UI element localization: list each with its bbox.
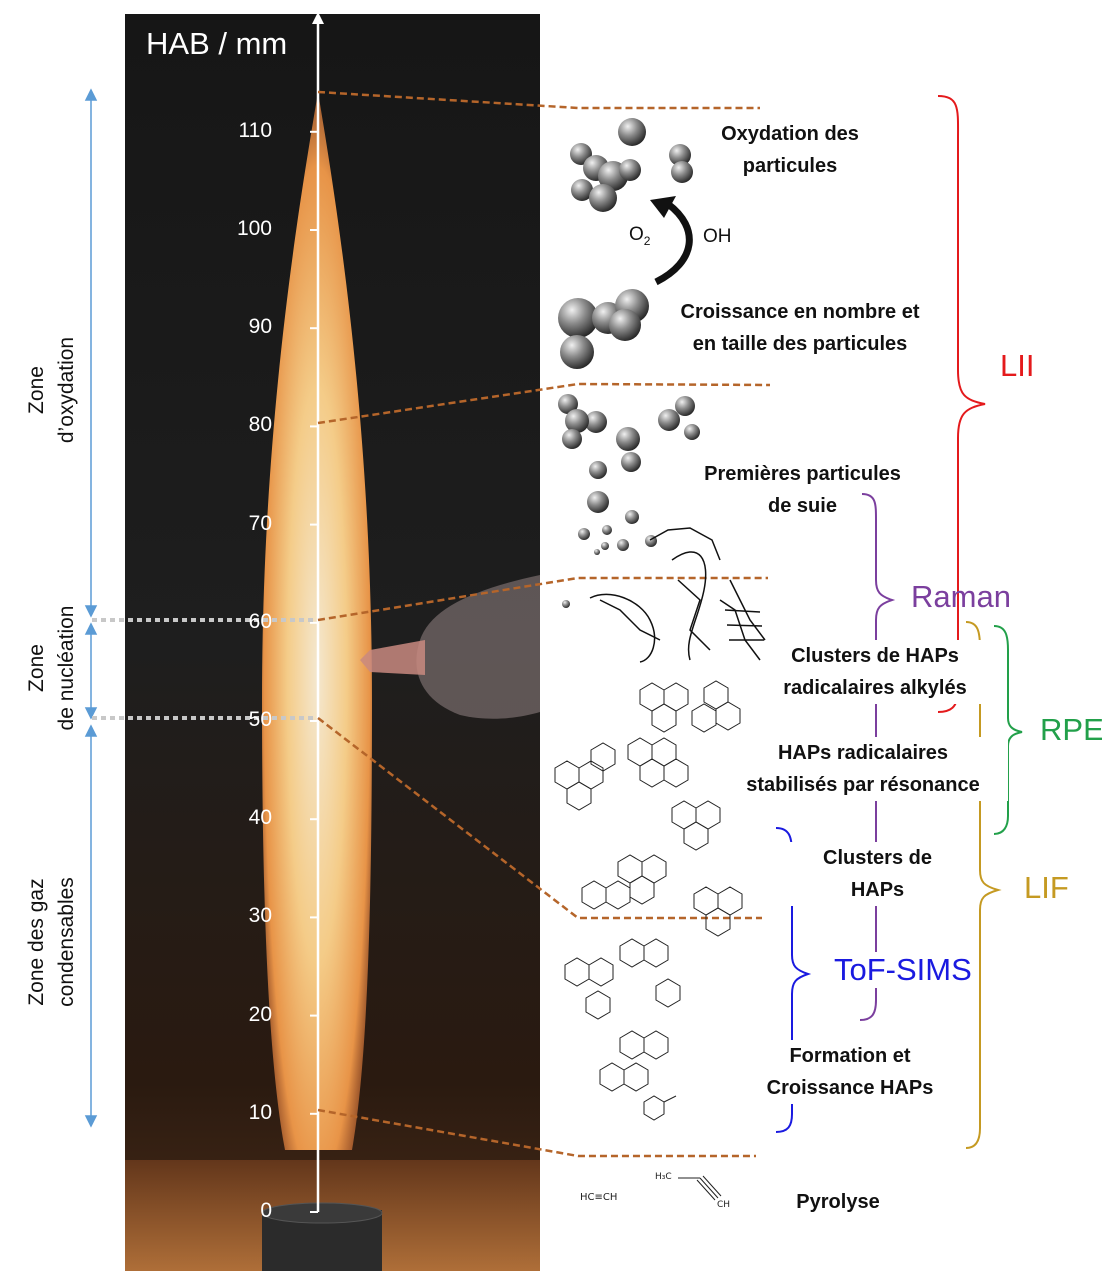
technique-rpe: RPE: [1040, 712, 1102, 747]
stage-premieres: Premières particules de suie: [680, 458, 925, 522]
stage-clusters-haps: Clusters de HAPs: [790, 842, 965, 906]
technique-tofsims: ToF-SIMS: [834, 952, 972, 988]
stage-oxydation-line1: Oxydation des: [721, 123, 859, 145]
soot-particles: [558, 118, 700, 608]
rpe-bracket: [993, 625, 1023, 835]
axis-tick-label: 100: [236, 217, 272, 240]
stage-clusters-haps-line1: Clusters de: [823, 847, 932, 869]
axis-tick-label: 0: [260, 1199, 272, 1222]
axis-tick-label: 30: [248, 904, 272, 928]
zone-oxydation-line2: d’oxydation: [55, 336, 78, 444]
axis-title: HAB / mm: [146, 26, 288, 61]
zone-oxydation-line1: Zone: [25, 366, 48, 414]
stage-croissance-line1: Croissance en nombre et: [680, 301, 920, 323]
stage-clusters-alkyles-line2: radicalaires alkylés: [783, 677, 967, 699]
stage-formation: Formation et Croissance HAPs: [750, 1040, 950, 1104]
propyne-ch3-label: H₃C: [655, 1172, 672, 1182]
soot-cluster-network: [589, 527, 766, 663]
leader-60: [317, 576, 768, 622]
zone-gaz-line2: condensables: [55, 877, 78, 1007]
zone-nucleation-line1: Zone: [25, 644, 48, 692]
propyne-bonds: [678, 1175, 722, 1201]
technique-raman: Raman: [911, 579, 1011, 614]
axis-ticks: [310, 130, 318, 1213]
zone-arrows: [84, 88, 98, 1128]
stage-croissance-line2: en taille des particules: [692, 333, 908, 355]
leader-80: [317, 382, 771, 425]
axis-tick-label: 80: [248, 413, 272, 437]
stage-clusters-haps-line2: HAPs: [850, 879, 905, 901]
lif-bracket: [965, 621, 1002, 1149]
axis-tick-label: 90: [248, 315, 272, 339]
leader-lines: [317, 90, 771, 1158]
stage-croissance: Croissance en nombre et en taille des pa…: [655, 296, 945, 360]
axis-tick-label: 70: [248, 511, 272, 535]
zone-gaz-line1: Zone des gaz: [25, 878, 48, 1006]
stage-pyrolyse: Pyrolyse: [768, 1186, 908, 1218]
stage-haps-radicalaires: HAPs radicalaires stabilisés par résonan…: [718, 737, 1008, 801]
propyne-ch-label: CH: [717, 1200, 731, 1210]
axis-tick-label: 110: [238, 118, 272, 142]
pah-molecules: [554, 680, 743, 1121]
lii-bracket: [937, 95, 986, 713]
ethyne-label: HC≡CH: [580, 1192, 618, 1203]
stage-premieres-line1: Premières particules: [704, 463, 901, 485]
stage-haps-radicalaires-line1: HAPs radicalaires: [777, 742, 949, 764]
stage-formation-line1: Formation et: [789, 1045, 911, 1067]
axis-tick-label: 60: [248, 609, 272, 633]
zone-oxydation-label: Zone d’oxydation: [22, 310, 82, 470]
axis-tick-label: 40: [248, 806, 272, 830]
oh-label: OH: [703, 226, 732, 247]
burner-tube-top: [261, 1202, 383, 1224]
zone-nucleation-label: Zone de nucléation: [22, 588, 82, 748]
oxidation-arrow: [654, 201, 693, 286]
o2-text: O: [629, 224, 644, 245]
o2-label: O2: [629, 224, 650, 248]
stage-clusters-alkyles-line1: Clusters de HAPs: [791, 645, 959, 667]
leader-10: [317, 1108, 756, 1158]
axis-tick-label: 10: [248, 1100, 272, 1124]
zone-nucleation-line2: de nucléation: [55, 605, 78, 731]
technique-lii: LII: [1000, 348, 1035, 383]
hab-axis-arrowhead: [312, 12, 324, 24]
stage-haps-radicalaires-line2: stabilisés par résonance: [746, 774, 980, 796]
stage-premieres-line2: de suie: [768, 495, 837, 517]
stage-formation-line2: Croissance HAPs: [766, 1077, 934, 1099]
oxidation-arrowhead: [650, 196, 676, 218]
stage-oxydation-line2: particules: [742, 155, 838, 177]
stage-clusters-alkyles: Clusters de HAPs radicalaires alkylés: [765, 640, 985, 704]
zone-gaz-label: Zone des gaz condensables: [22, 862, 82, 1022]
axis-tick-label: 20: [248, 1002, 272, 1026]
technique-lif: LIF: [1024, 870, 1069, 905]
o2-subscript: 2: [643, 233, 651, 248]
stage-oxydation: Oxydation des particules: [690, 118, 890, 182]
raman-bracket: [859, 493, 896, 1021]
stage-pyrolyse-line1: Pyrolyse: [796, 1191, 880, 1213]
axis-tick-label: 50: [248, 708, 272, 731]
sampling-probe: [360, 575, 540, 719]
